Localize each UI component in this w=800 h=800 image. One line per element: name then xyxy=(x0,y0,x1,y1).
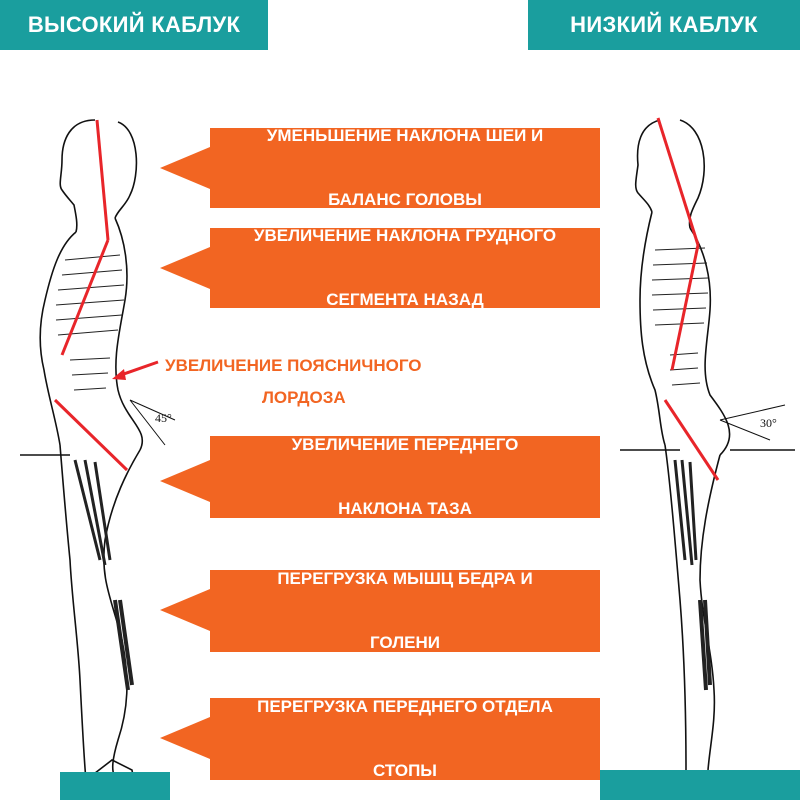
callout-forefoot-overload: ПЕРЕГРУЗКА ПЕРЕДНЕГО ОТДЕЛА СТОПЫ xyxy=(210,697,600,780)
low-heel-angle-label: 30° xyxy=(760,416,777,430)
callout-muscle-overload: ПЕРЕГРУЗКА МЫШЦ БЕДРА И ГОЛЕНИ xyxy=(210,569,600,652)
high-heel-angle-label: 45° xyxy=(155,411,172,425)
callout-arrow-thoracic xyxy=(160,247,210,289)
callout-line: СЕГМЕНТА НАЗАД xyxy=(326,290,484,309)
callout-arrow-pelvis xyxy=(160,460,210,502)
callout-line: ПЕРЕГРУЗКА МЫШЦ БЕДРА И xyxy=(277,569,533,588)
lordosis-note-line: УВЕЛИЧЕНИЕ ПОЯСНИЧНОГО xyxy=(165,356,422,375)
callout-arrow-neck xyxy=(160,147,210,189)
callout-line: УМЕНЬШЕНИЕ НАКЛОНА ШЕИ И xyxy=(266,126,544,145)
callout-arrow-muscles xyxy=(160,589,210,631)
low-heel-figure: 30° xyxy=(600,117,800,800)
callout-line: УВЕЛИЧЕНИЕ ПЕРЕДНЕГО xyxy=(291,435,519,454)
callout-line: НАКЛОНА ТАЗА xyxy=(338,499,472,518)
callout-line: СТОПЫ xyxy=(373,761,437,780)
callout-pelvis-tilt: УВЕЛИЧЕНИЕ ПЕРЕДНЕГО НАКЛОНА ТАЗА xyxy=(210,435,600,518)
callout-line: БАЛАНС ГОЛОВЫ xyxy=(328,190,482,209)
high-heel-figure: 45° xyxy=(20,119,176,800)
callout-line: ПЕРЕГРУЗКА ПЕРЕДНЕГО ОТДЕЛА xyxy=(257,697,553,716)
lordosis-note-line: ЛОРДОЗА xyxy=(262,388,346,407)
callout-neck-balance: УМЕНЬШЕНИЕ НАКЛОНА ШЕИ И БАЛАНС ГОЛОВЫ xyxy=(210,126,600,209)
callout-thoracic-tilt: УВЕЛИЧЕНИЕ НАКЛОНА ГРУДНОГО СЕГМЕНТА НАЗА… xyxy=(210,226,600,309)
lordosis-note: УВЕЛИЧЕНИЕ ПОЯСНИЧНОГО ЛОРДОЗА xyxy=(165,350,421,414)
high-heel-header: ВЫСОКИЙ КАБЛУК xyxy=(0,0,268,50)
callout-arrow-forefoot xyxy=(160,717,210,759)
lordosis-arrow-icon xyxy=(112,360,159,380)
callout-line: ГОЛЕНИ xyxy=(370,633,440,652)
low-heel-header: НИЗКИЙ КАБЛУК xyxy=(528,0,800,50)
callout-line: УВЕЛИЧЕНИЕ НАКЛОНА ГРУДНОГО xyxy=(253,226,557,245)
